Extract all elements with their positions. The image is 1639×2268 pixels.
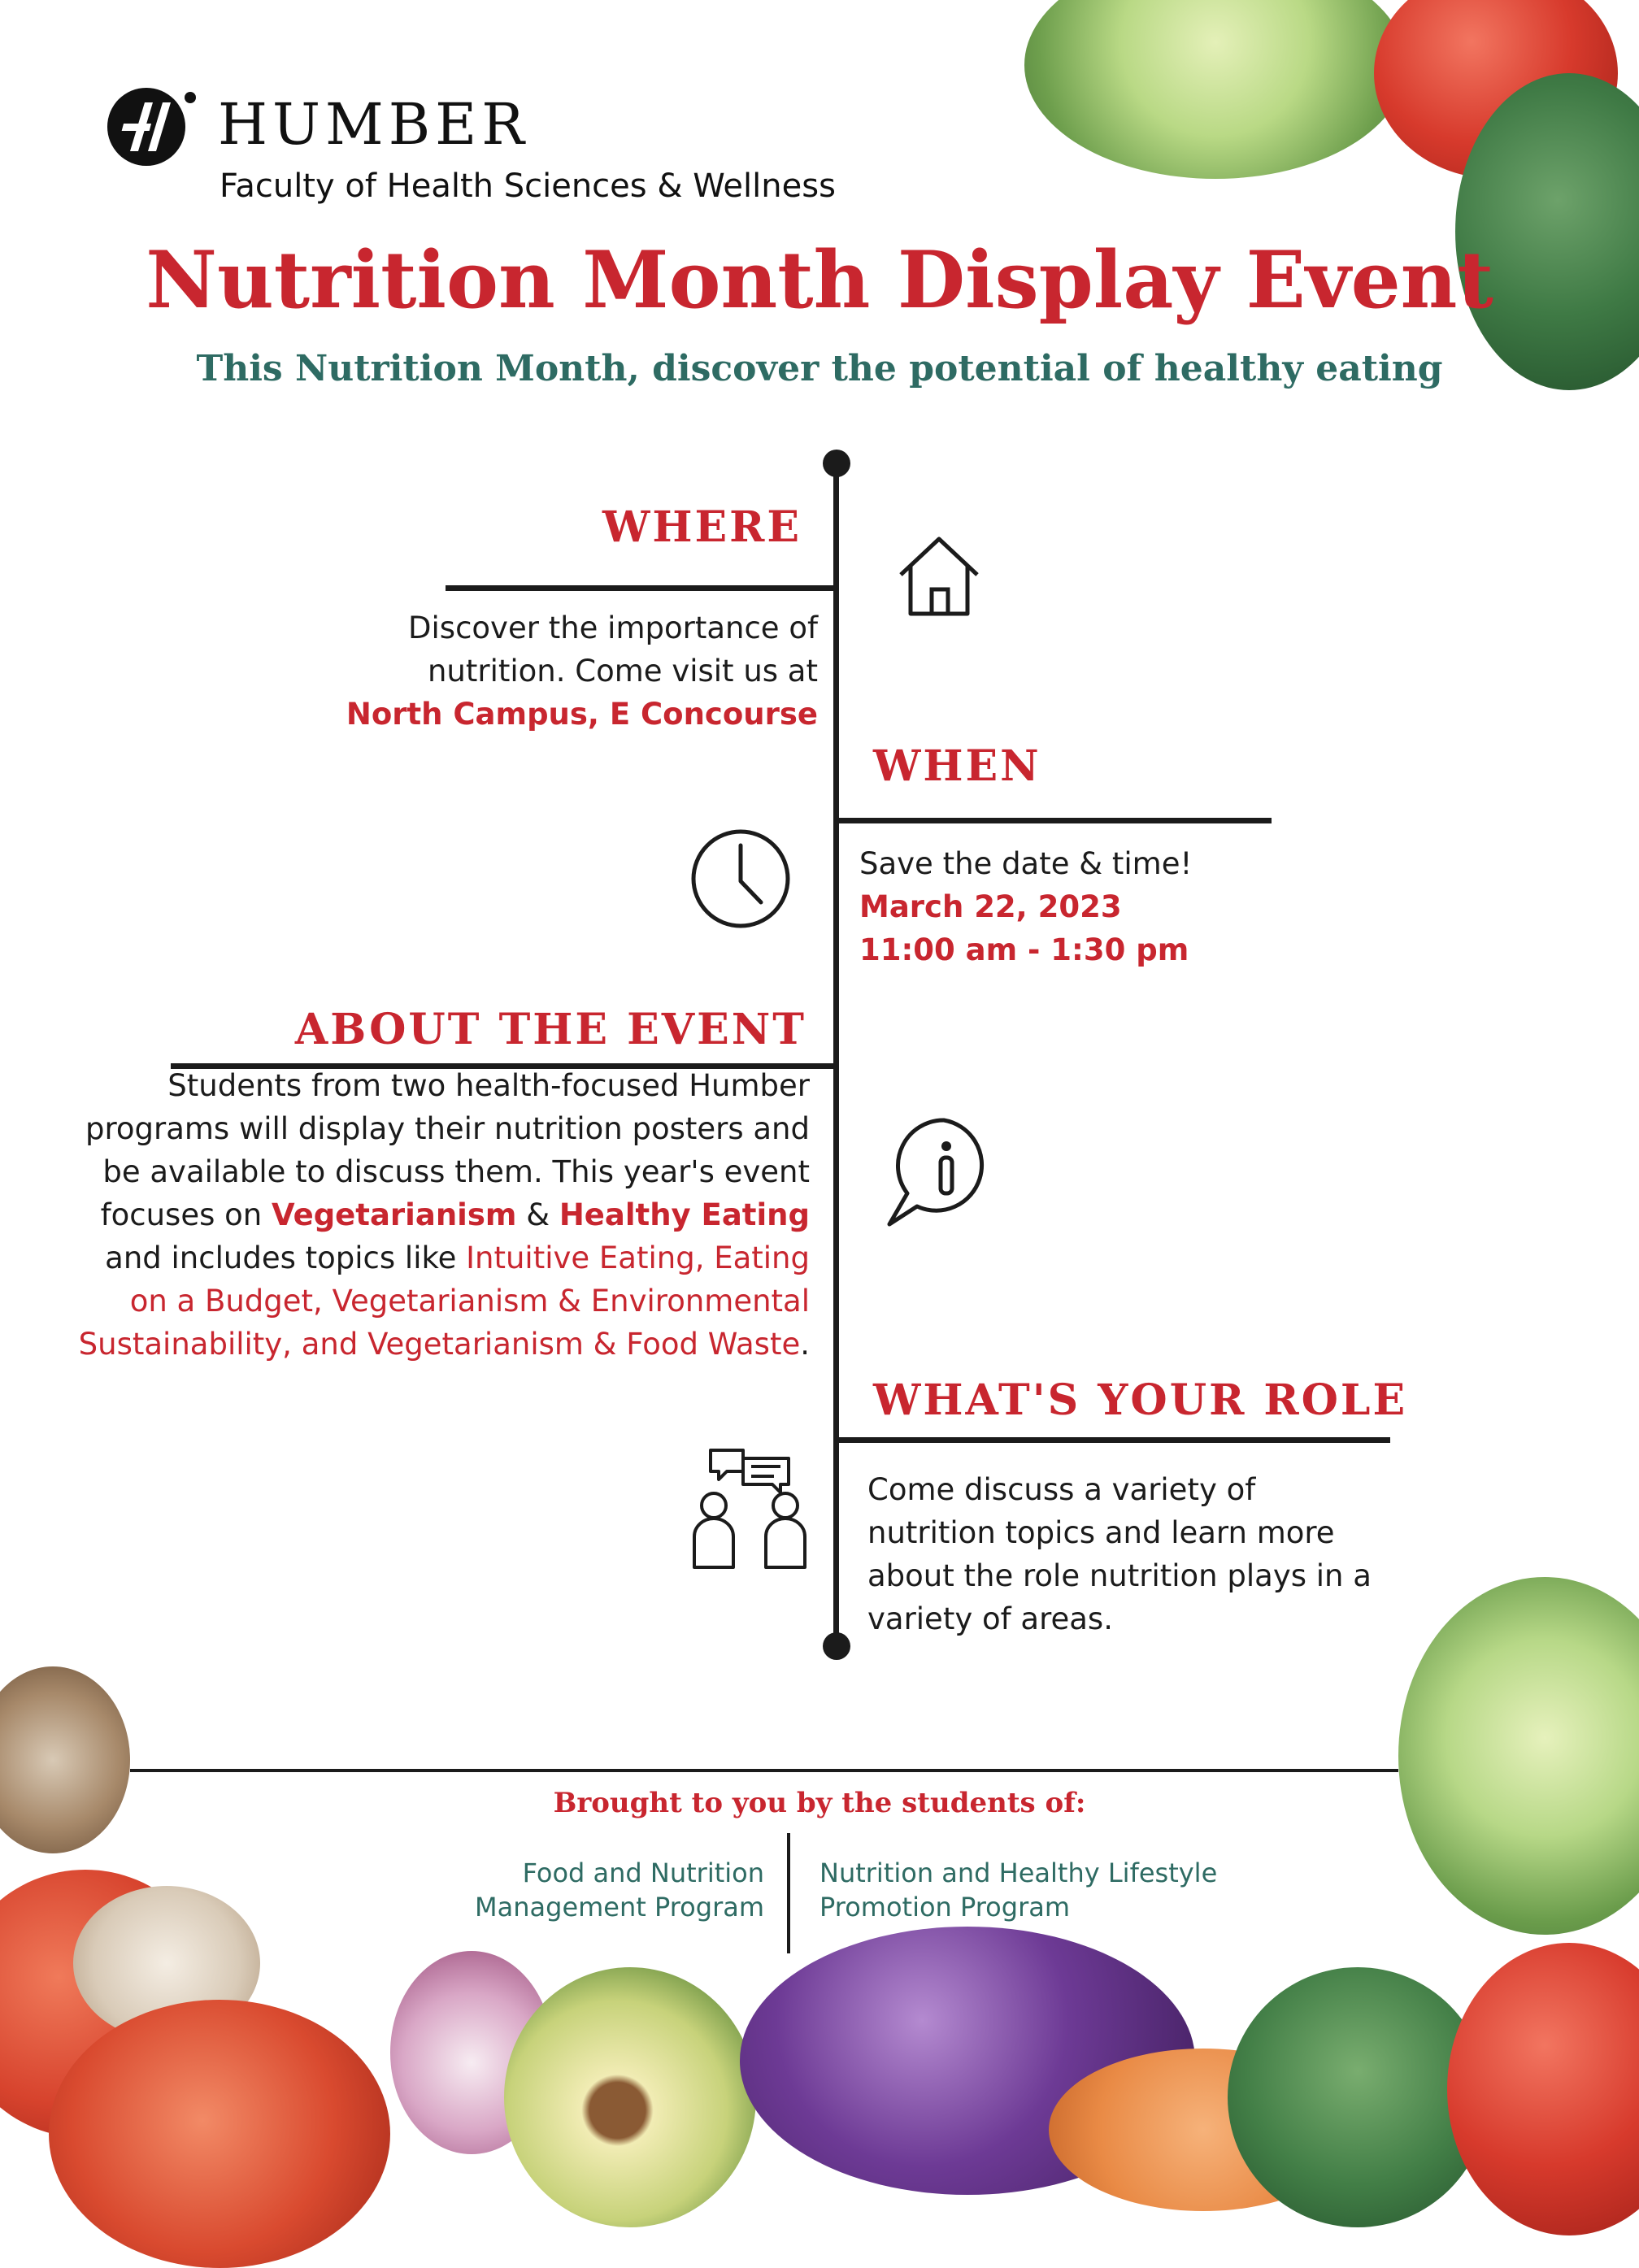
program-name-line: Food and Nutrition	[522, 1857, 764, 1888]
role-text-line: variety of areas.	[867, 1601, 1113, 1636]
brought-to-you-heading: Brought to you by the students of:	[553, 1787, 1086, 1819]
where-text-line: nutrition. Come visit us at	[427, 654, 818, 689]
about-divider	[171, 1063, 836, 1069]
role-text-line: about the role nutrition plays in a	[867, 1558, 1372, 1593]
event-date: March 22, 2023	[859, 889, 1122, 924]
when-divider	[837, 818, 1272, 823]
broccoli-illustration	[1228, 1967, 1488, 2227]
where-heading: WHERE	[602, 502, 802, 552]
timeline-start-dot	[823, 450, 850, 477]
where-text-line: Discover the importance of	[408, 610, 818, 645]
role-text-line: Come discuss a variety of	[867, 1472, 1256, 1507]
where-location: North Campus, E Concourse	[346, 697, 818, 732]
about-text-fragment: focuses on	[100, 1197, 272, 1232]
cabbage-illustration	[1398, 1577, 1639, 1935]
role-divider	[837, 1437, 1390, 1443]
mushroom-illustration	[0, 1666, 130, 1853]
program-name-line: Management Program	[475, 1892, 764, 1923]
program-healthy-lifestyle: Nutrition and Healthy Lifestyle Promotio…	[820, 1856, 1389, 1924]
about-text-line: and includes topics like Intuitive Eatin…	[0, 1236, 810, 1280]
info-bubble-icon	[883, 1114, 997, 1231]
page-subtitle: This Nutrition Month, discover the poten…	[196, 348, 1443, 389]
about-text-line: Sustainability, and Vegetarianism & Food…	[0, 1323, 810, 1366]
timeline-end-dot	[823, 1632, 850, 1660]
clock-icon	[689, 828, 792, 933]
about-text-fragment: and includes topics like	[105, 1240, 467, 1275]
timeline-spine	[833, 463, 839, 1646]
red-pepper-illustration	[1447, 1943, 1639, 2235]
program-food-nutrition: Food and Nutrition Management Program	[276, 1856, 764, 1924]
topic-list: Intuitive Eating, Eating	[466, 1240, 810, 1275]
discussion-people-icon	[689, 1447, 811, 1572]
highlight-healthy-eating: Healthy Eating	[559, 1197, 810, 1232]
about-text-fragment: .	[800, 1327, 810, 1362]
highlight-vegetarianism: Vegetarianism	[271, 1197, 517, 1232]
where-divider	[446, 585, 836, 591]
house-icon	[894, 532, 984, 625]
faculty-name: Faculty of Health Sciences & Wellness	[220, 167, 836, 205]
footer-divider	[130, 1769, 1398, 1772]
role-heading: WHAT'S YOUR ROLE	[873, 1375, 1408, 1425]
program-separator	[787, 1833, 790, 1953]
page-title: Nutrition Month Display Event	[146, 234, 1493, 326]
cabbage-illustration	[1024, 0, 1406, 179]
tomato-illustration	[49, 2000, 390, 2268]
when-text: Save the date & time! March 22, 2023 11:…	[859, 842, 1347, 971]
brand-name: HUMBER	[218, 91, 529, 158]
role-text-line: nutrition topics and learn more	[867, 1515, 1335, 1550]
when-text-line: Save the date & time!	[859, 846, 1193, 881]
about-text-line: programs will display their nutrition po…	[85, 1111, 810, 1146]
event-time: 11:00 am - 1:30 pm	[859, 932, 1189, 967]
avocado-illustration	[504, 1967, 756, 2227]
about-text-fragment: &	[516, 1197, 559, 1232]
program-name-line: Promotion Program	[820, 1892, 1070, 1923]
about-text-line: Students from two health-focused Humber	[167, 1068, 810, 1103]
about-text: Students from two health-focused Humber …	[0, 1064, 810, 1366]
where-text: Discover the importance of nutrition. Co…	[249, 606, 818, 736]
role-text: Come discuss a variety of nutrition topi…	[867, 1468, 1437, 1640]
broccoli-illustration	[1455, 73, 1639, 390]
about-text-line: be available to discuss them. This year'…	[102, 1154, 810, 1189]
topic-list: Sustainability, and Vegetarianism & Food…	[78, 1327, 801, 1362]
when-heading: WHEN	[873, 741, 1041, 791]
topic-list: on a Budget, Vegetarianism & Environment…	[129, 1284, 810, 1319]
program-name-line: Nutrition and Healthy Lifestyle	[820, 1857, 1218, 1888]
humber-logo-icon	[106, 81, 197, 172]
about-heading: ABOUT THE EVENT	[294, 1005, 806, 1054]
about-text-line: focuses on Vegetarianism & Healthy Eatin…	[0, 1193, 810, 1236]
